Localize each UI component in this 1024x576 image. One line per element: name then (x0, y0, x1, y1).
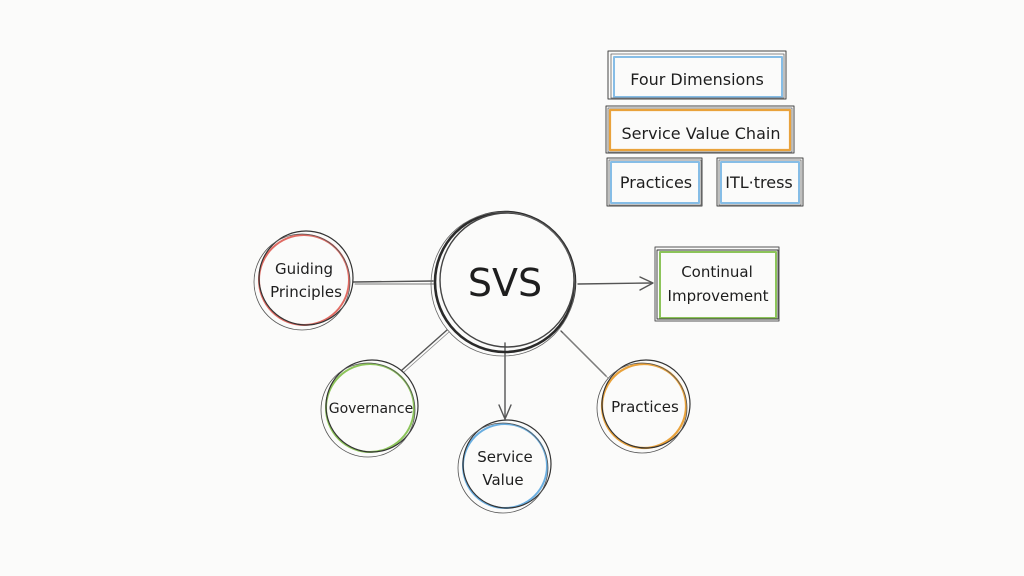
guiding-principles-line-1: Guiding (275, 260, 333, 278)
continual-improvement-box: Continual Improvement (654, 246, 780, 322)
guiding-principles-line-2: Principles (270, 283, 342, 301)
svs-node: SVS (430, 210, 577, 357)
practices-node: Practices (596, 359, 691, 454)
itil-mess-box: ΙΤL·tress (716, 157, 804, 207)
continual-improvement-line-1: Continual (681, 263, 753, 281)
four-dimensions-label: Four Dimensions (630, 70, 764, 89)
practices-box: Practices (606, 157, 703, 207)
service-value-chain-box: Service Value Chain (605, 105, 795, 154)
connector-to-guiding-principles (352, 280, 435, 285)
guiding-principles-node: Guiding Principles (253, 230, 354, 331)
practices-box-label: Practices (620, 173, 692, 192)
service-value-node: Service Value (457, 419, 552, 514)
legend-boxes: Four Dimensions Service Value Chain Prac… (605, 50, 804, 207)
four-dimensions-box: Four Dimensions (607, 50, 787, 100)
connector-to-practices (560, 330, 609, 379)
service-value-line-1: Service (477, 448, 532, 466)
svs-label: SVS (468, 261, 542, 305)
connector-to-service-value (498, 342, 512, 420)
governance-node: Governance (320, 359, 419, 458)
connector-to-continual-improvement (577, 276, 654, 291)
service-value-line-2: Value (482, 471, 523, 489)
continual-improvement-line-2: Improvement (668, 287, 769, 305)
itil-mess-label: ΙΤL·tress (725, 173, 793, 192)
connector-to-governance (401, 329, 450, 373)
practices-label: Practices (611, 398, 679, 416)
service-value-chain-label: Service Value Chain (622, 124, 781, 143)
governance-label: Governance (329, 401, 413, 417)
connectors (352, 276, 654, 420)
